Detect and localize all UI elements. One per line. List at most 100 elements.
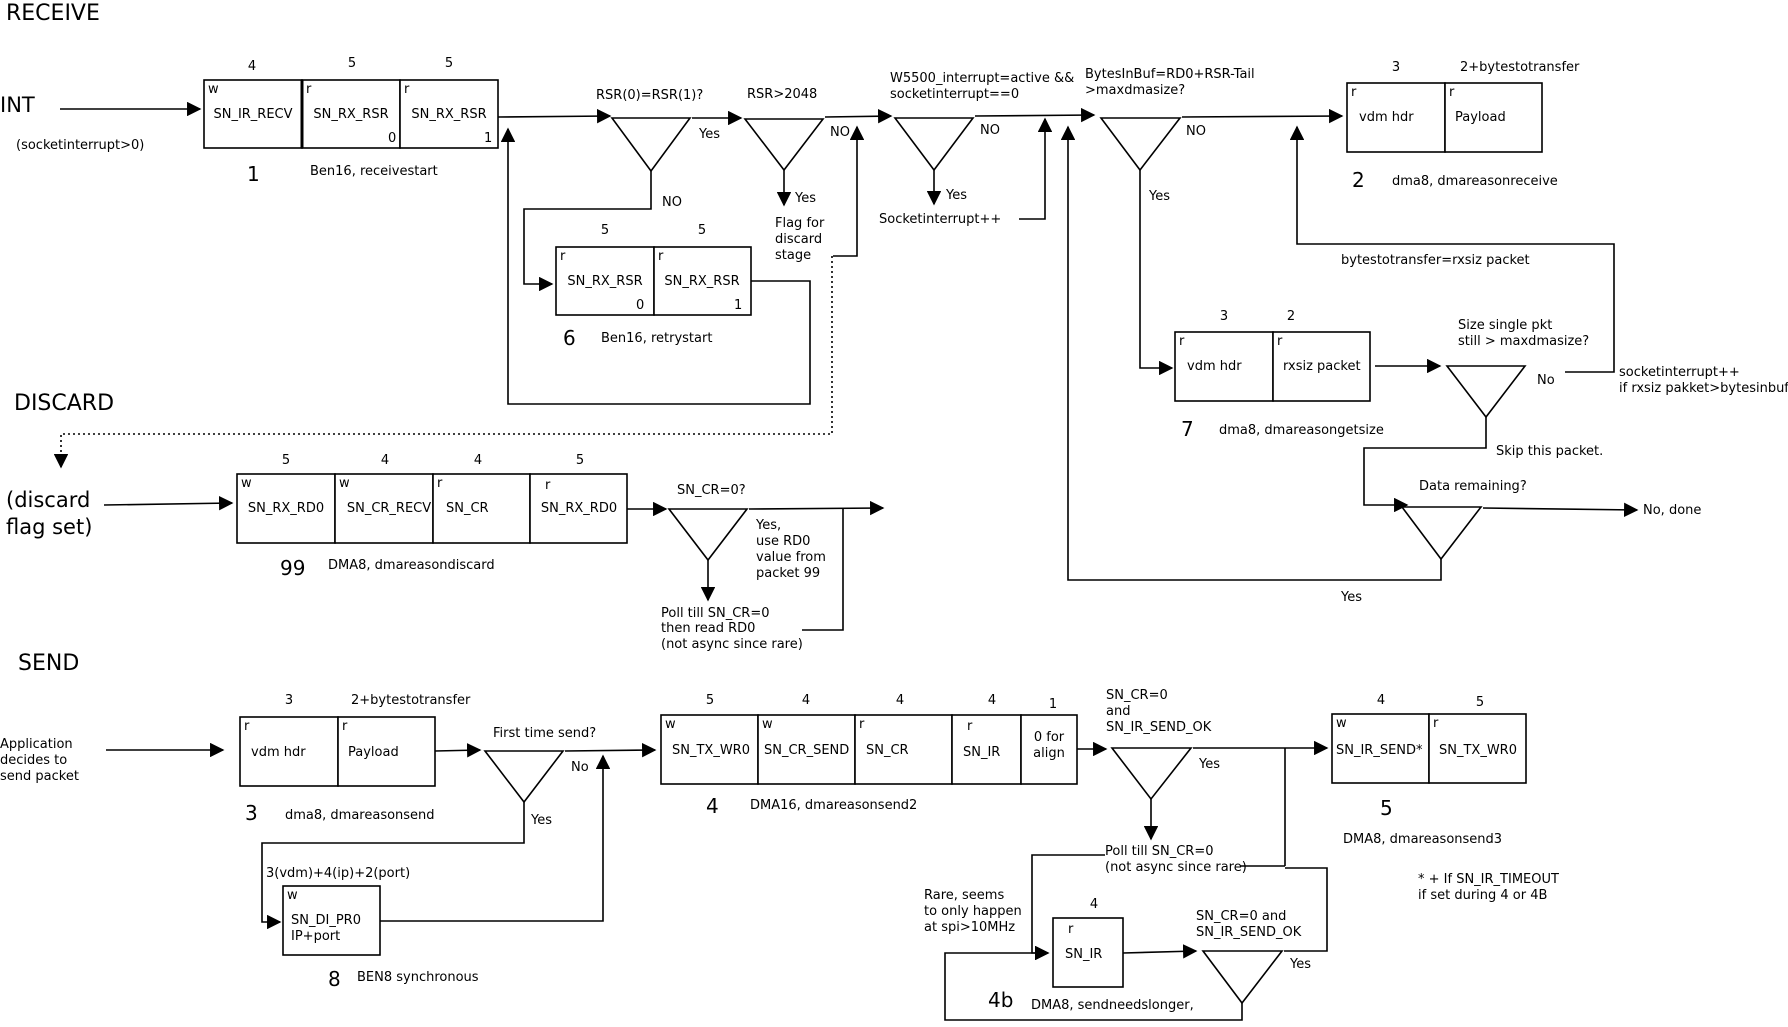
register-group-1: w r r SN_IR_RECV SN_RX_RSR SN_RX_RSR 0 1… [203, 56, 499, 186]
register-box [1331, 713, 1430, 784]
yes-label: Yes [1198, 757, 1220, 772]
poll-note-3: (not async since rare) [661, 637, 803, 652]
register-name: SN_TX_WR0 [1439, 743, 1517, 758]
register-name: SN_CR [866, 743, 909, 758]
group-number: 4 [706, 794, 719, 818]
decision-sendok [1110, 747, 1193, 801]
register-name: SN_IR [963, 745, 1000, 760]
yes-label: Yes [794, 191, 816, 206]
bytestotransfer-note: bytestotransfer=rxsiz packet [1341, 253, 1530, 268]
register-name: vdm hdr [1187, 359, 1242, 374]
int-label: INT [0, 93, 35, 117]
register-size: 3 [1220, 309, 1228, 324]
decision-rsr-equal [610, 117, 692, 173]
register-size: 4 [802, 693, 810, 708]
decision-label-sendok2-1: SN_CR=0 and [1196, 909, 1286, 924]
app-note-1: Application [0, 737, 73, 752]
register-name: Payload [1455, 110, 1506, 125]
register-size: 5 [282, 453, 290, 468]
flag-note-2: discard [775, 232, 822, 247]
arrow-loop-4b [944, 945, 1243, 1021]
int-note: (socketinterrupt>0) [16, 138, 144, 153]
decision-bytesinbuf [1099, 117, 1182, 172]
decision-first [483, 750, 565, 804]
register-name: SN_RX_RD0 [248, 501, 324, 516]
decision-label-size-1: Size single pkt [1458, 318, 1552, 333]
arrow-to-7 [1139, 170, 1174, 376]
register-group-5: w r SN_IR_SEND* SN_TX_WR0 4 5 5 DMA8, dm… [1331, 693, 1527, 847]
register-size: 3 [285, 693, 293, 708]
decision-label-w5500-1: W5500_interrupt=active && [890, 71, 1074, 86]
register-size: 5 [348, 56, 356, 71]
arrow-8-merge [380, 754, 611, 922]
register-box [555, 246, 655, 316]
register-index: 0 [388, 131, 396, 146]
no-label: No [1537, 373, 1555, 388]
register-name: rxsiz packet [1283, 359, 1361, 374]
yes-label: Yes [530, 813, 552, 828]
register-name: 0 for [1034, 730, 1065, 745]
socketinterrupt-note-2: if rxsiz pakket>bytesinbuf [1619, 381, 1788, 396]
register-name: SN_TX_WR0 [672, 743, 750, 758]
group-description: Ben16, retrystart [601, 331, 712, 346]
register-size: 4 [896, 693, 904, 708]
decision-label-first: First time send? [493, 726, 596, 741]
register-group-4b: r SN_IR 4 4b DMA8, sendneedslonger, [988, 897, 1194, 1013]
arrow-to-99 [103, 496, 234, 511]
register-name: SN_DI_PR0 [291, 913, 361, 928]
register-name: SN_CR [446, 501, 489, 516]
register-size: 5 [601, 223, 609, 238]
no-done-label: No, done [1643, 503, 1701, 518]
arrow-to-6 [523, 171, 652, 292]
group-description: dma8, dmareasonreceive [1392, 174, 1558, 189]
rw-flag: r [244, 719, 250, 734]
rw-flag: w [665, 717, 676, 732]
register-size: 5 [445, 56, 453, 71]
rw-flag: w [762, 717, 773, 732]
discard-flag-label-1: (discard [6, 488, 90, 512]
decision-sendok2 [1201, 950, 1284, 1005]
section-title-discard: DISCARD [14, 391, 114, 416]
register-box [951, 714, 1022, 785]
register-group-8: w SN_DI_PR0 IP+port 8 BEN8 synchronous [282, 885, 479, 991]
register-name: SN_RX_RSR [411, 107, 486, 122]
decision-label-bytes-2: >maxdmasize? [1085, 83, 1185, 98]
decision-label-cr: SN_CR=0? [677, 483, 746, 498]
register-box [239, 716, 339, 787]
app-note-2: decides to [0, 753, 67, 768]
rw-flag: r [560, 249, 566, 264]
group-description: DMA8, dmareasonsend3 [1343, 832, 1502, 847]
decision-label-sendok2-2: SN_IR_SEND_OK [1196, 925, 1302, 940]
rw-flag: r [658, 249, 664, 264]
yes-label: Yes [1289, 957, 1311, 972]
yes-label: Yes [1148, 189, 1170, 204]
yes-label: Yes [945, 188, 967, 203]
yes-note-3: value from [756, 550, 826, 565]
rw-flag: r [342, 719, 348, 734]
no-label: NO [830, 125, 850, 140]
group-number: 1 [247, 162, 260, 186]
register-box [854, 714, 953, 785]
register-size: 4 [988, 693, 996, 708]
arrow-to-8 [261, 802, 525, 930]
rw-flag: r [1068, 922, 1074, 937]
register-name-line2: IP+port [291, 929, 340, 944]
decision-label-sendok-2: and [1106, 704, 1130, 719]
section-title-receive: RECEIVE [6, 1, 100, 26]
register-index: 1 [484, 131, 492, 146]
register-name: SN_IR [1065, 947, 1102, 962]
decision-label-bytes-1: BytesInBuf=RD0+RSR-Tail [1085, 67, 1255, 82]
rare-note-1: Rare, seems [924, 888, 1004, 903]
register-group-2: r r vdm hdr Payload 3 2+bytestotransfer … [1346, 60, 1580, 192]
send-poll-note-1: Poll till SN_CR=0 [1105, 844, 1214, 859]
flag-note-1: Flag for [775, 216, 825, 231]
arrow-back-to-2 [1289, 125, 1615, 373]
register-box [236, 473, 336, 544]
group-description: DMA8, dmareasondiscard [328, 558, 495, 573]
app-note-3: send packet [0, 769, 79, 784]
group-description: dma8, dmareasonsend [285, 808, 435, 823]
register-box [1174, 331, 1274, 402]
rw-flag: r [545, 478, 551, 493]
register-size: 5 [1476, 695, 1484, 710]
